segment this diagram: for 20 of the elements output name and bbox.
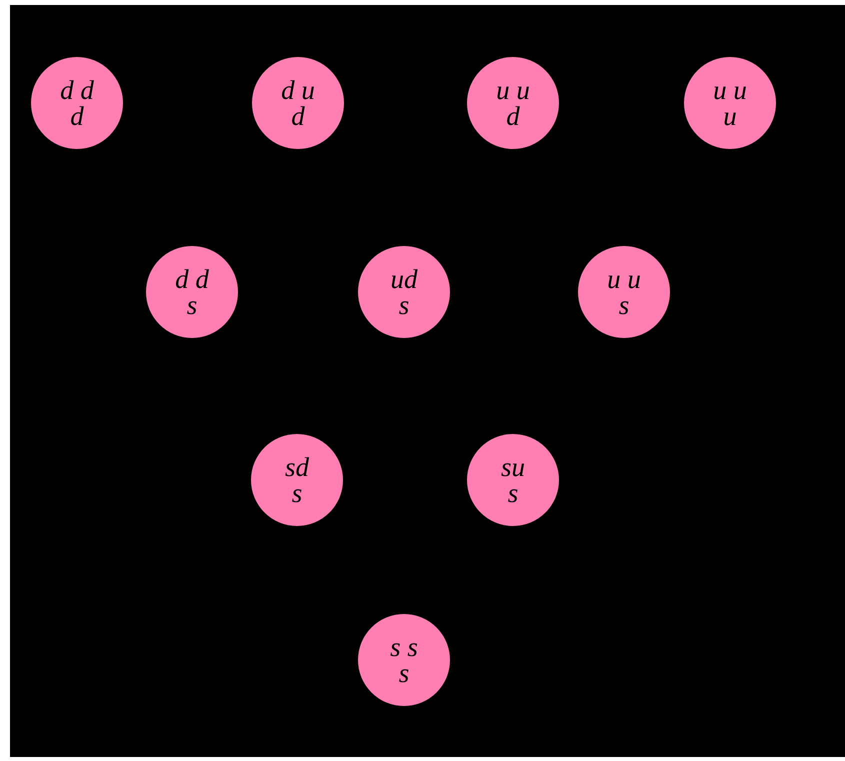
quark-label: d xyxy=(291,103,305,129)
quark-label: s s xyxy=(390,634,418,660)
quark-label: d d xyxy=(60,77,94,103)
quark-label: s xyxy=(292,480,302,506)
quark-label: ud xyxy=(390,266,418,292)
quark-label: su xyxy=(500,454,525,480)
quark-label: d d xyxy=(175,266,209,292)
quark-label: d xyxy=(506,103,520,129)
quark-label: s xyxy=(508,480,518,506)
quark-label: u u xyxy=(496,77,530,103)
quark-label: s xyxy=(398,292,410,318)
quark-label: u u xyxy=(713,77,747,103)
quark-label: s xyxy=(618,292,630,318)
quark-label: s xyxy=(186,292,198,318)
quark-label: u xyxy=(723,103,737,129)
quark-label: s xyxy=(398,660,410,686)
quark-label: u u xyxy=(607,266,641,292)
quark-label: d u xyxy=(281,77,315,103)
quark-label: sd xyxy=(284,454,309,480)
quark-label: d xyxy=(70,103,84,129)
